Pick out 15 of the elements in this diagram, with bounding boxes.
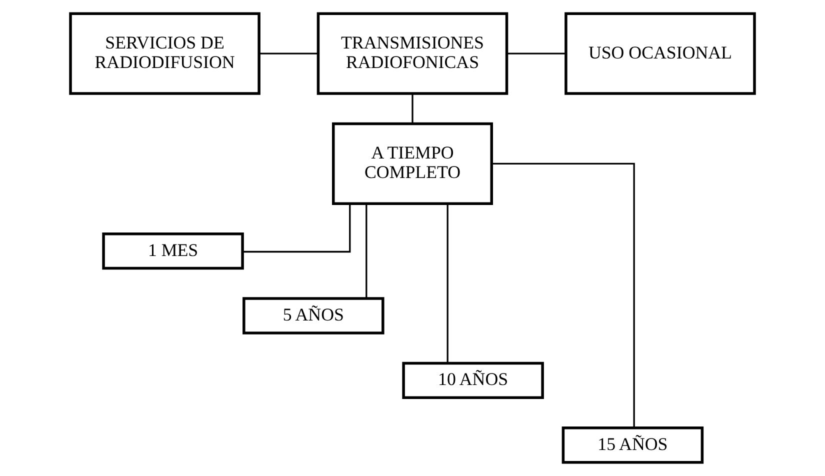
node-box: 10 AÑOS <box>402 362 544 400</box>
node-box: A TIEMPO COMPLETO <box>332 122 493 205</box>
node-box: 1 MES <box>102 232 244 270</box>
connector <box>242 204 351 253</box>
connector <box>492 162 635 428</box>
node-box: TRANSMISIONES RADIOFONICAS <box>316 12 508 95</box>
connector <box>366 204 368 298</box>
connector <box>506 52 566 54</box>
connector <box>259 52 318 54</box>
node-box: 15 AÑOS <box>562 426 704 464</box>
connector <box>412 94 414 124</box>
node-box: SERVICIOS DE RADIODIFUSION <box>69 12 260 95</box>
node-box: USO OCASIONAL <box>564 12 756 95</box>
connector <box>446 204 448 363</box>
node-box: 5 AÑOS <box>242 297 384 334</box>
